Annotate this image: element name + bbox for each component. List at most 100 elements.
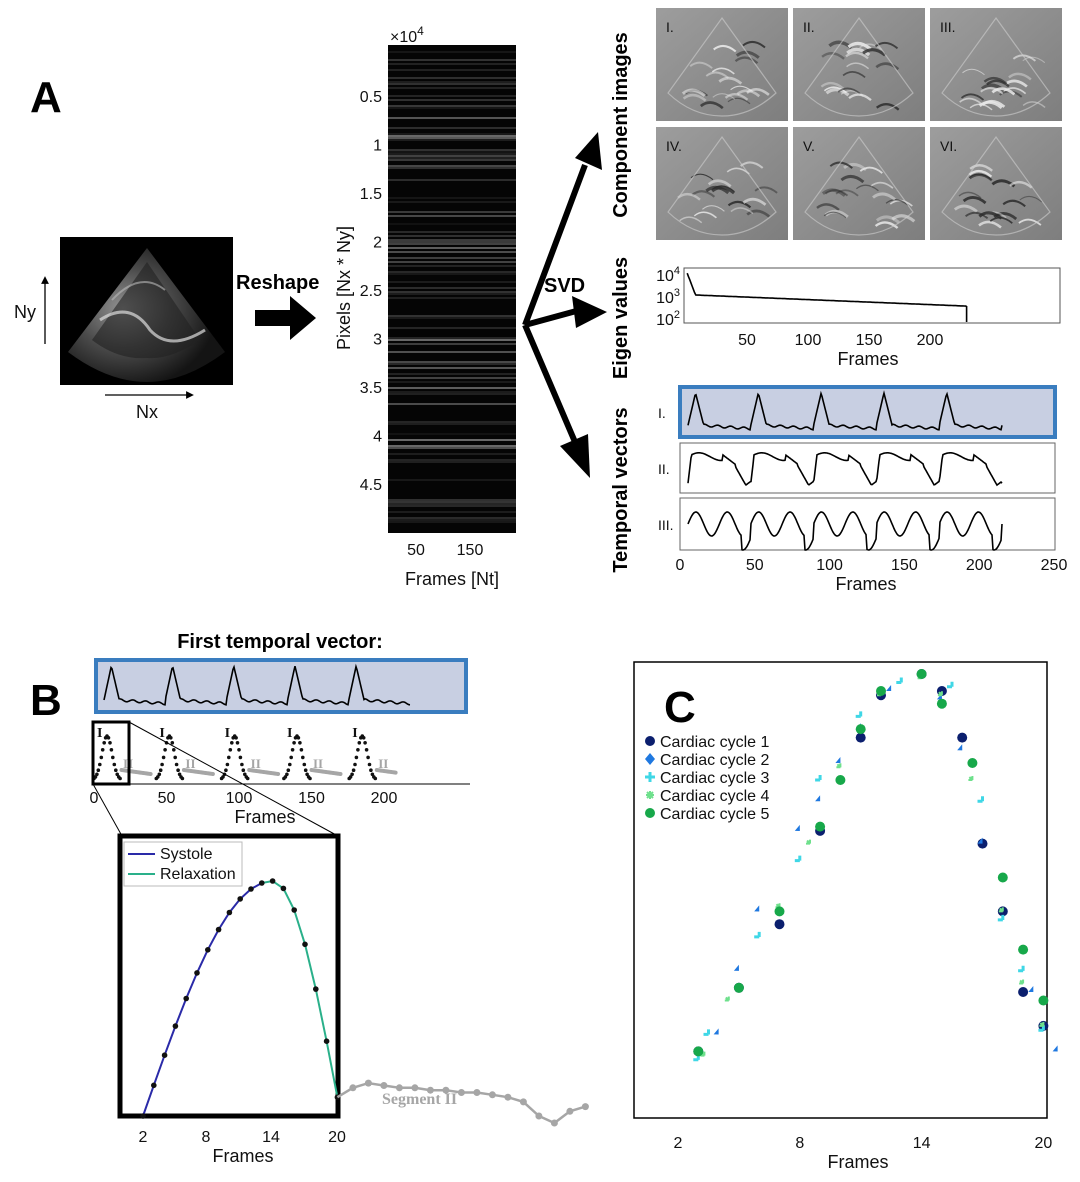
- temporal-x-tick: 250: [1041, 557, 1068, 574]
- scatter-point: [1019, 979, 1025, 985]
- matrix-y-tick: 2: [373, 235, 382, 252]
- zoom-point: [205, 947, 211, 953]
- scatter-point: [724, 996, 730, 1002]
- scatter-x-tick: 14: [913, 1135, 931, 1152]
- scatter-point: [794, 824, 800, 831]
- segment-i-point: [301, 755, 305, 760]
- segment-i-point: [292, 741, 296, 745]
- eigen-x-tick: 100: [795, 332, 822, 349]
- first-temporal-vector-box: [94, 658, 468, 714]
- component-image-label: II.: [803, 19, 815, 35]
- segment-i-point: [351, 768, 356, 772]
- segment-ii-point: [426, 1086, 434, 1094]
- matrix-x-tick: 50: [407, 542, 425, 559]
- matrix-exponent: ×104: [390, 24, 424, 46]
- matrix-y-tick: 1.5: [360, 186, 382, 203]
- scatter-legend-label: Cardiac cycle 4: [660, 788, 769, 805]
- segment-ii-point: [442, 1086, 450, 1094]
- scatter-point: [754, 905, 760, 912]
- segment-i-label: I: [352, 726, 357, 741]
- temporal-curve: [687, 452, 1003, 487]
- segment-i-point: [241, 768, 246, 772]
- zoom-point: [313, 986, 319, 992]
- segment-i-point: [350, 772, 354, 777]
- scatter-point: [835, 775, 846, 785]
- scatter-x-tick: 2: [674, 1135, 683, 1152]
- segment-ii-point: [395, 1084, 403, 1092]
- segment-i-point: [115, 772, 119, 777]
- segmented-xlabel: Frames: [234, 807, 295, 827]
- scatter-point: [815, 795, 821, 802]
- component-images: I.II.III.IV.V.VI.: [656, 8, 1062, 240]
- segment-i-point: [106, 736, 111, 740]
- scatter-point: [774, 919, 785, 930]
- zoom-x-tick: 8: [202, 1129, 211, 1146]
- scatter-legend-marker: [645, 808, 655, 818]
- segment-i-point: [108, 741, 112, 745]
- eigen-y-tick: 102: [656, 309, 680, 329]
- scatter-point: [977, 796, 984, 803]
- segment-i-point: [283, 775, 288, 779]
- segment-i-label: I: [225, 726, 230, 741]
- zoom-point: [237, 896, 243, 902]
- panel-a-letter: A: [30, 73, 62, 122]
- segmented-x-tick: 150: [298, 790, 325, 807]
- temporal-x-tick: 200: [966, 557, 993, 574]
- segmented-x-tick: 50: [158, 790, 176, 807]
- scatter-point: [1039, 1021, 1045, 1027]
- zoom-point: [140, 1113, 146, 1119]
- scatter-point: [896, 677, 903, 684]
- component-image: III.: [930, 8, 1062, 121]
- scatter-point: [977, 837, 983, 844]
- segment-ii-label: II: [185, 756, 195, 771]
- segment-i-point: [180, 776, 185, 781]
- segment-ii-trace: [374, 768, 398, 775]
- segment-i-point: [366, 755, 370, 760]
- segment-i-point: [98, 762, 102, 767]
- temporal-xlabel: Frames: [835, 574, 896, 594]
- eigen-x-tick: 200: [917, 332, 944, 349]
- svd-label: SVD: [544, 275, 585, 297]
- panel-b-title: First temporal vector:: [177, 631, 383, 653]
- legend-systole-label: Systole: [160, 846, 213, 863]
- segment-i-point: [96, 768, 101, 772]
- scatter-x-tick: 20: [1035, 1135, 1053, 1152]
- segment-i-point: [240, 762, 244, 767]
- panel-c-frame: [633, 661, 1048, 1119]
- segment-i-point: [243, 772, 247, 777]
- zoom-x-tick: 2: [139, 1129, 148, 1146]
- segment-ii-label: II: [251, 756, 261, 771]
- echo-image: [60, 237, 233, 385]
- scatter-point: [937, 691, 943, 697]
- segment-i-point: [298, 741, 302, 745]
- segment-i-point: [102, 741, 106, 745]
- component-image-label: IV.: [666, 138, 682, 154]
- segment-ii-point: [535, 1112, 543, 1120]
- reshape-arrow: [255, 296, 316, 340]
- component-image-label: III.: [940, 19, 956, 35]
- segment-i-point: [228, 748, 233, 752]
- temporal-x-tick: 0: [676, 557, 685, 574]
- component-image-label: V.: [803, 138, 815, 154]
- scatter-point: [1038, 995, 1049, 1006]
- scatter-series: [693, 669, 1049, 1057]
- segment-i-point: [238, 755, 243, 760]
- scatter-legend-label: Cardiac cycle 1: [660, 734, 769, 751]
- segment-ii-trace: [181, 768, 215, 776]
- matrix-y-tick: 3.5: [360, 380, 382, 397]
- pixel-matrix: [388, 45, 516, 533]
- scatter-point: [693, 1046, 704, 1057]
- scatter-legend-marker: [645, 753, 655, 765]
- segment-i-point: [303, 768, 308, 772]
- segment-i-point: [357, 741, 362, 745]
- scatter-point: [1028, 986, 1034, 993]
- temporal-row: I.: [658, 385, 1057, 439]
- scatter-point: [815, 775, 822, 782]
- temporal-x-tick: 150: [891, 557, 918, 574]
- scatter-point: [855, 732, 866, 743]
- segment-i-point: [176, 768, 180, 772]
- scatter-point: [1052, 1045, 1058, 1052]
- first-temporal-vector-line: [103, 663, 411, 706]
- segment-i-point: [299, 748, 304, 752]
